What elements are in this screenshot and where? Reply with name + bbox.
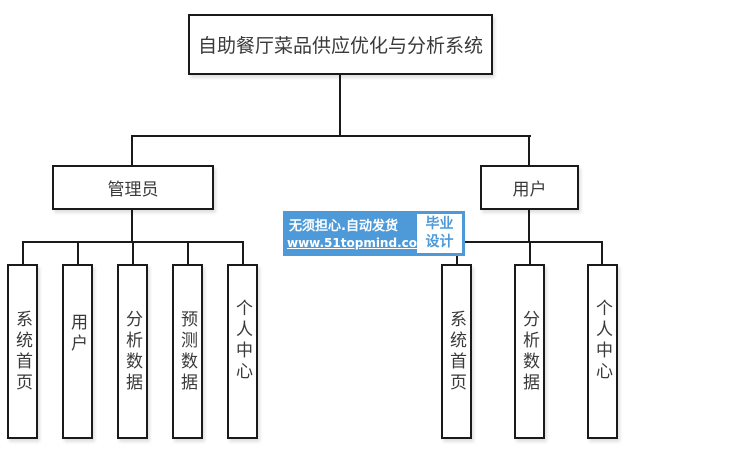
leaf-label: 预测数据 xyxy=(177,309,197,394)
admin-label: 管理员 xyxy=(107,180,159,200)
root-label: 自助餐厅菜品供应优化与分析系统 xyxy=(197,35,483,57)
user-leaf-analysis: 分析数据 xyxy=(514,264,545,439)
leaf-label: 个人中心 xyxy=(232,298,252,383)
admin-stem xyxy=(131,209,133,242)
admin-leaf-drop xyxy=(22,241,24,265)
watermark-banner[interactable]: 无须担心.自动发货 www.51topmind.com 毕业 设计 xyxy=(283,211,465,256)
level1-bus xyxy=(131,135,531,137)
leaf-label: 用户 xyxy=(67,312,87,355)
watermark-link[interactable]: www.51topmind.com xyxy=(287,236,430,250)
leaf-label: 系统首页 xyxy=(12,309,32,394)
admin-leaf-users: 用户 xyxy=(62,264,93,439)
admin-node: 管理员 xyxy=(52,165,214,210)
admin-leaf-profile: 个人中心 xyxy=(227,264,258,439)
admin-leaf-drop xyxy=(242,241,244,265)
user-drop xyxy=(528,135,530,166)
leaf-label: 分析数据 xyxy=(122,309,142,394)
admin-leaf-drop xyxy=(77,241,79,265)
leaf-label: 系统首页 xyxy=(446,309,466,394)
admin-leaf-analysis: 分析数据 xyxy=(117,264,148,439)
badge-line2: 设计 xyxy=(425,234,454,250)
user-leaf-drop xyxy=(601,241,603,265)
root-node: 自助餐厅菜品供应优化与分析系统 xyxy=(188,14,493,75)
leaf-label: 分析数据 xyxy=(519,309,539,394)
admin-leaf-drop xyxy=(187,241,189,265)
badge-line1: 毕业 xyxy=(425,216,454,232)
user-leaf-drop xyxy=(529,241,531,265)
user-leaf-profile: 个人中心 xyxy=(587,264,618,439)
user-leaf-home: 系统首页 xyxy=(441,264,472,439)
admin-leaf-forecast: 预测数据 xyxy=(172,264,203,439)
admin-leaf-drop xyxy=(132,241,134,265)
watermark-badge: 毕业 设计 xyxy=(417,214,462,253)
user-stem xyxy=(528,209,530,242)
admin-leaf-home: 系统首页 xyxy=(7,264,38,439)
admin-drop xyxy=(131,135,133,166)
user-label: 用户 xyxy=(512,180,547,200)
user-node: 用户 xyxy=(480,165,579,210)
root-connector xyxy=(339,74,341,137)
watermark-slogan: 无须担心.自动发货 xyxy=(289,219,398,234)
leaf-label: 个人中心 xyxy=(592,298,612,383)
